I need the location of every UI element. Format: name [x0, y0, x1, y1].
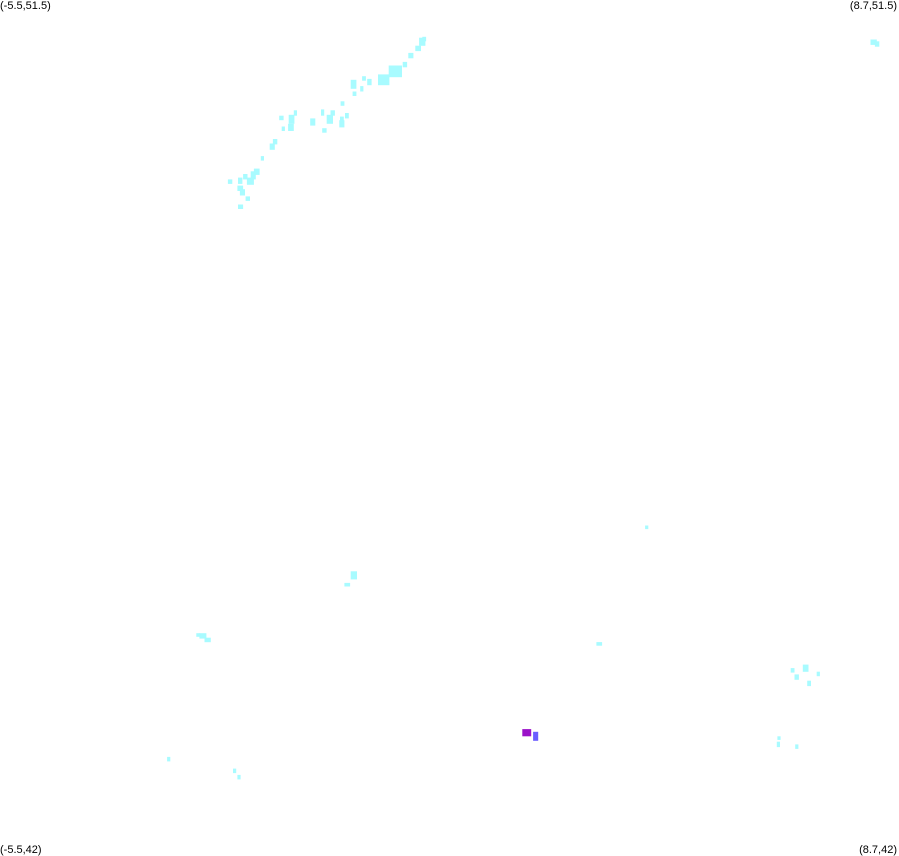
heatmap-cell	[533, 731, 539, 741]
heatmap-cell	[293, 110, 297, 116]
heatmap-cell	[326, 114, 333, 124]
heatmap-cell	[360, 86, 364, 92]
heatmap-cell	[238, 177, 243, 184]
heatmap-cell	[339, 120, 345, 128]
heatmap-cell	[269, 143, 275, 150]
heatmap-cell	[321, 109, 325, 116]
heatmap-cell	[350, 571, 357, 580]
heatmap-cell	[807, 680, 811, 687]
heatmap-cell	[776, 741, 780, 748]
heatmap-cell	[596, 642, 603, 646]
heatmap-cell	[322, 128, 327, 133]
heatmap-cell	[310, 118, 316, 126]
corner-label-bottom-right: (8.7,42)	[859, 844, 897, 856]
heatmap-cell	[246, 177, 254, 185]
heatmap-cell	[350, 79, 357, 89]
heatmap-cell	[378, 74, 390, 86]
heatmap-cell	[874, 41, 880, 47]
heatmap-cell	[388, 65, 402, 78]
heatmap-cell	[794, 674, 799, 680]
heatmap-cell	[288, 123, 294, 131]
heatmap-cell	[795, 744, 799, 749]
heatmap-cell	[204, 637, 211, 643]
heatmap-cell	[227, 179, 233, 184]
heatmap-cell	[253, 168, 260, 175]
heatmap-cell	[237, 185, 244, 191]
heatmap-cell	[238, 204, 244, 209]
heatmap-cell	[250, 171, 256, 180]
heatmap-cell	[645, 525, 649, 530]
heatmap-cell	[279, 115, 284, 121]
heatmap-cell	[344, 582, 351, 587]
heatmap-cell	[245, 196, 250, 201]
heatmap-cell	[419, 37, 426, 46]
heatmap-cell	[281, 126, 285, 131]
corner-label-top-left: (-5.5,51.5)	[0, 0, 51, 12]
heatmap-cell	[777, 736, 781, 740]
heatmap-cell	[199, 633, 207, 639]
heatmap-cell	[288, 114, 295, 124]
heatmap-cell	[260, 156, 264, 161]
corner-label-bottom-left: (-5.5,42)	[0, 844, 42, 856]
heatmap-cells	[167, 36, 880, 780]
heatmap-cell	[816, 671, 820, 677]
heatmap-cell	[870, 39, 877, 45]
heatmap-cell	[233, 768, 237, 774]
heatmap-cell	[167, 756, 171, 762]
corner-label-top-right: (8.7,51.5)	[849, 0, 897, 12]
heatmap-cell	[362, 76, 366, 81]
heatmap-cell	[522, 729, 532, 737]
heatmap-cell	[330, 110, 335, 116]
heatmap-cell	[340, 116, 344, 122]
heatmap-cell	[415, 45, 421, 52]
heatmap-cell	[340, 101, 345, 106]
heatmap-cell	[790, 668, 795, 673]
heatmap-cell	[237, 774, 241, 780]
heatmap-cell	[367, 78, 372, 86]
heatmap-cell	[345, 113, 349, 119]
heatmap-cell	[272, 139, 278, 145]
heatmap-cell	[402, 61, 408, 68]
heatmap-cell	[802, 664, 809, 672]
heatmap-cell	[352, 91, 357, 96]
heatmap-cell	[243, 174, 248, 180]
heatmap-cell	[239, 189, 245, 196]
heatmap-cell	[196, 633, 201, 637]
heatmap-cell	[408, 52, 414, 59]
